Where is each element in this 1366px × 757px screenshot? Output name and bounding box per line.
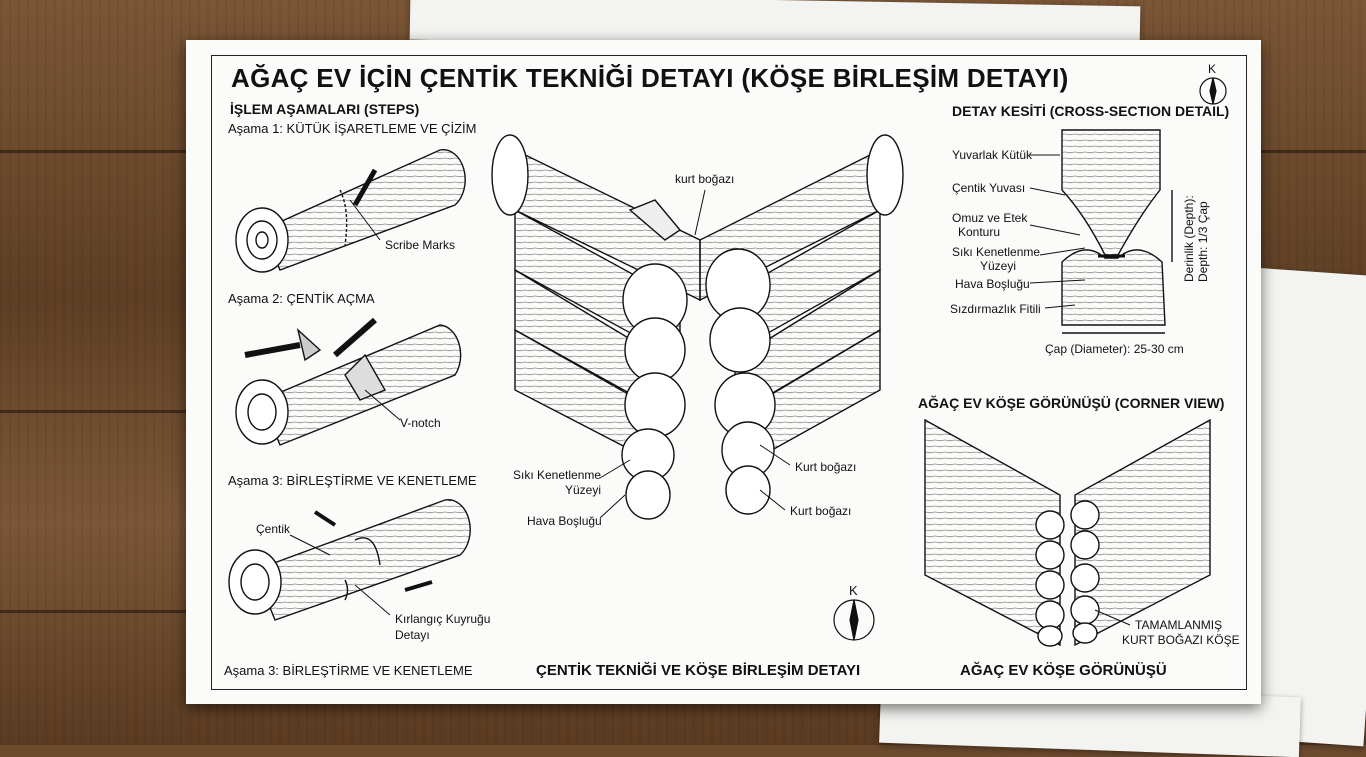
tight-surface-section-line1: Sıkı Kenetlenme xyxy=(952,245,1041,259)
shoulder-label-line1: Omuz ve Etek xyxy=(952,211,1028,225)
gasket-label: Sızdırmazlık Fitili xyxy=(950,302,1041,316)
v-notch-label: V-notch xyxy=(400,416,441,430)
corner-view-heading: AĞAÇ EV KÖŞE GÖRÜNÜŞÜ (CORNER VIEW) xyxy=(918,395,1225,411)
air-gap-section-label: Hava Boşluğu xyxy=(955,277,1030,291)
center-corner-joint xyxy=(491,134,904,520)
notch-seat-label: Çentik Yuvası xyxy=(952,181,1026,195)
step2-title: Aşama 2: ÇENTİK AÇMA xyxy=(228,291,375,306)
log-step3 xyxy=(228,498,471,621)
air-gap-label: Hava Boşluğu xyxy=(527,514,602,528)
round-log-label: Yuvarlak Kütük xyxy=(952,148,1033,162)
center-footer: ÇENTİK TEKNİĞİ VE KÖŞE BİRLEŞİM DETAYI xyxy=(536,662,861,679)
drawing-frame xyxy=(211,55,1247,690)
tight-surface-label-line2: Yüzeyi xyxy=(565,483,602,497)
notch-label: Çentik xyxy=(256,522,291,536)
completed-label-line1: TAMAMLANMIŞ xyxy=(1135,618,1223,632)
log-step2 xyxy=(235,317,462,446)
compass-north-label: K xyxy=(849,583,858,598)
tight-surface-section-line2: Yüzeyi xyxy=(980,259,1017,273)
log-step1 xyxy=(235,148,466,273)
compass-rose xyxy=(833,77,1227,641)
page-title: AĞAÇ EV İÇİN ÇENTİK TEKNİĞİ DETAYI (KÖŞE… xyxy=(231,63,1069,93)
dovetail-label-line2: Detayı xyxy=(395,628,430,642)
completed-label-line2: KURT BOĞAZI KÖŞE xyxy=(1122,633,1240,647)
compass-north-label: K xyxy=(1208,62,1217,76)
kurt-bogazi-right-label-1: Kurt boğazı xyxy=(795,460,857,474)
step1-title: Aşama 1: KÜTÜK İŞARETLEME VE ÇİZİM xyxy=(228,121,477,136)
section-heading: DETAY KESİTİ (CROSS-SECTION DETAIL) xyxy=(952,103,1230,119)
scribe-marks-label: Scribe Marks xyxy=(385,238,456,252)
depth-label-line1: Derinlik (Depth): xyxy=(1182,195,1196,282)
cross-section-drawing xyxy=(1061,129,1173,334)
kurt-bogazi-right-label-2: Kurt boğazı xyxy=(790,504,852,518)
steps-heading: İŞLEM AŞAMALARI (STEPS) xyxy=(230,101,420,117)
tight-surface-label-line1: Sıkı Kenetlenme xyxy=(513,468,602,482)
shoulder-label-line2: Konturu xyxy=(958,225,1001,239)
kurt-bogazi-top-label: kurt boğazı xyxy=(675,172,735,186)
diameter-label: Çap (Diameter): 25-30 cm xyxy=(1045,342,1184,356)
corner-view-drawing xyxy=(924,418,1211,647)
steps-footer: Aşama 3: BİRLEŞTİRME VE KENETLEME xyxy=(224,663,473,678)
dovetail-label-line1: Kırlangıç Kuyruğu xyxy=(395,612,491,626)
depth-label-line2: Depth: 1/3 Çap xyxy=(1196,201,1210,282)
corner-footer: AĞAÇ EV KÖŞE GÖRÜNÜŞÜ xyxy=(960,662,1167,679)
step3-title: Aşama 3: BİRLEŞTİRME VE KENETLEME xyxy=(228,473,477,488)
